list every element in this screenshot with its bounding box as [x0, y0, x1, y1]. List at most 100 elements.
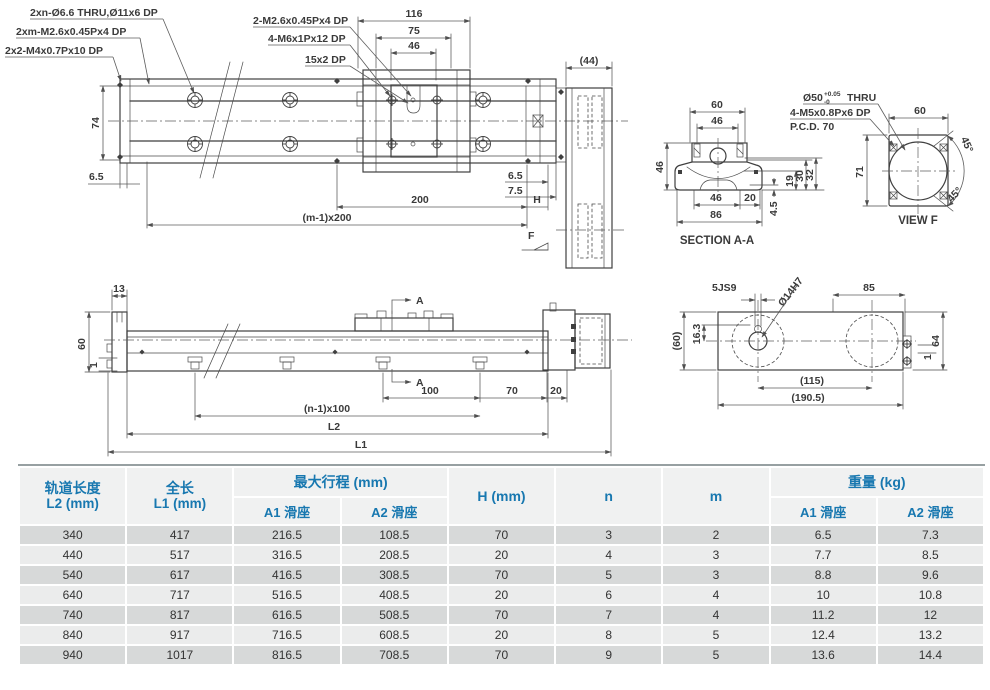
bottom-dim-115: (115) [800, 375, 824, 387]
table-cell: 640 [20, 586, 126, 604]
callout-m26-top: 2-M2.6x0.45Px4 DP [253, 15, 348, 27]
table-cell: 3 [663, 566, 769, 584]
table-cell: 540 [20, 566, 126, 584]
side-dim-100: 100 [421, 385, 439, 397]
side-dim-L2: L2 [328, 421, 340, 433]
rail-hole [475, 136, 491, 152]
table-cell: 9 [556, 646, 662, 664]
section-dim-19: 19 [784, 175, 796, 187]
table-cell: 4 [556, 546, 662, 564]
section-dim-86: 86 [710, 209, 722, 221]
view-f: Ø50 +0.05 -0 THRU 4-M5x0.8Px6 DP P.C.D. … [790, 91, 975, 227]
viewf-dim-45-upper: 45° [958, 135, 975, 154]
callout-pcd: P.C.D. 70 [790, 121, 834, 133]
rail-hole [187, 136, 203, 152]
dim-46: 46 [408, 40, 420, 52]
mount-bolt [472, 356, 488, 370]
dim-200: 200 [411, 194, 429, 206]
side-dim-n-1x100: (n-1)x100 [304, 403, 350, 415]
side-dim-70: 70 [506, 385, 518, 397]
bottom-dim-d14h7: Ø14H7 [776, 275, 806, 309]
dim-75: 75 [408, 25, 420, 37]
slider-hole [386, 94, 398, 106]
table-cell: 708.5 [341, 646, 447, 664]
table-cell: 20 [448, 586, 555, 604]
table-cell: 816.5 [234, 646, 340, 664]
table-cell: 70 [448, 646, 555, 664]
callout-m4: 2x2-M4x0.7Px10 DP [5, 45, 103, 57]
bottom-dim-5js9: 5JS9 [712, 282, 737, 294]
view-f-arrow-label: F [528, 230, 535, 242]
mount-bolt [375, 356, 391, 370]
mount-bolt [279, 356, 295, 370]
table-cell: 12 [877, 606, 983, 624]
section-aa-view: 60 46 46 19 30 32 46 20 86 4. [654, 99, 825, 247]
side-dim-13: 13 [113, 283, 125, 295]
callout-d50-tol-dn: -0 [824, 99, 830, 106]
col-header-m: m [663, 468, 769, 524]
end-screw [902, 356, 912, 366]
rail-hole [282, 92, 298, 108]
table-cell: 216.5 [234, 526, 340, 544]
table-cell: 3 [663, 546, 769, 564]
section-dim-46-left: 46 [654, 161, 666, 173]
table-cell: 308.5 [341, 566, 447, 584]
section-dim-32: 32 [804, 169, 816, 181]
carriage-bottom-view: 5JS9 Ø14H7 85 (60) 16.3 64 1 (115) (190.… [671, 275, 948, 410]
table-cell: 740 [20, 606, 126, 624]
view-f-title: VIEW F [898, 215, 938, 227]
section-dim-4_5: 4.5 [768, 201, 780, 216]
table-cell: 13.6 [770, 646, 876, 664]
col-header-max-stroke: 最大行程 (mm) [234, 468, 447, 496]
dim-74: 74 [90, 117, 102, 129]
bottom-dim-16_3: 16.3 [691, 324, 703, 345]
table-cell: 4 [663, 606, 769, 624]
callout-m6: 4-M6x1Px12 DP [268, 33, 346, 45]
table-cell: 14.4 [877, 646, 983, 664]
table-cell: 1017 [127, 646, 233, 664]
col-header-h: H (mm) [448, 468, 555, 524]
table-cell: 717 [127, 586, 233, 604]
side-dim-L1: L1 [355, 439, 367, 451]
table-cell: 940 [20, 646, 126, 664]
section-dim-46-top: 46 [711, 115, 723, 127]
dim-6_5-left: 6.5 [89, 171, 104, 183]
col-header-total-length: 全长 L1 (mm) [127, 468, 233, 524]
table-cell: 7 [556, 606, 662, 624]
table-cell: 516.5 [234, 586, 340, 604]
callout-thru-hole: 2xn-Ø6.6 THRU,Ø11x6 DP [30, 7, 158, 19]
col-header-track-length: 轨道长度 L2 (mm) [20, 468, 126, 524]
table-cell: 408.5 [341, 586, 447, 604]
table-cell: 617 [127, 566, 233, 584]
col-header-weight: 重量 (kg) [770, 468, 983, 496]
table-cell: 5 [556, 566, 662, 584]
table-cell: 70 [448, 566, 555, 584]
dim-116: 116 [406, 8, 423, 20]
viewf-dim-60: 60 [914, 105, 926, 117]
bottom-dim-64: 64 [930, 335, 942, 347]
bottom-dim-1: 1 [922, 354, 934, 360]
table-cell: 13.2 [877, 626, 983, 644]
callout-m5: 4-M5x0.8Px6 DP [790, 107, 871, 119]
section-dim-30: 30 [794, 170, 806, 182]
viewf-dim-71: 71 [854, 166, 866, 178]
table-cell: 11.2 [770, 606, 876, 624]
bottom-dim-60p: (60) [671, 332, 683, 351]
col-header-weight-a1: A1 滑座 [770, 498, 876, 524]
table-cell: 616.5 [234, 606, 340, 624]
section-mark-a-bottom: A [416, 377, 424, 389]
table-cell: 7.3 [877, 526, 983, 544]
spec-table: 轨道长度 L2 (mm) 全长 L1 (mm) 最大行程 (mm) H (mm)… [18, 464, 985, 666]
technical-drawing: 2xn-Ø6.6 THRU,Ø11x6 DP 2xm-M2.6x0.45Px4 … [5, 7, 975, 457]
slider-hole [431, 94, 443, 106]
slider-hole [431, 138, 443, 150]
table-cell: 6.5 [770, 526, 876, 544]
table-cell: 20 [448, 546, 555, 564]
section-dim-20: 20 [744, 192, 756, 204]
callout-d50-tol-up: +0.05 [824, 91, 841, 98]
